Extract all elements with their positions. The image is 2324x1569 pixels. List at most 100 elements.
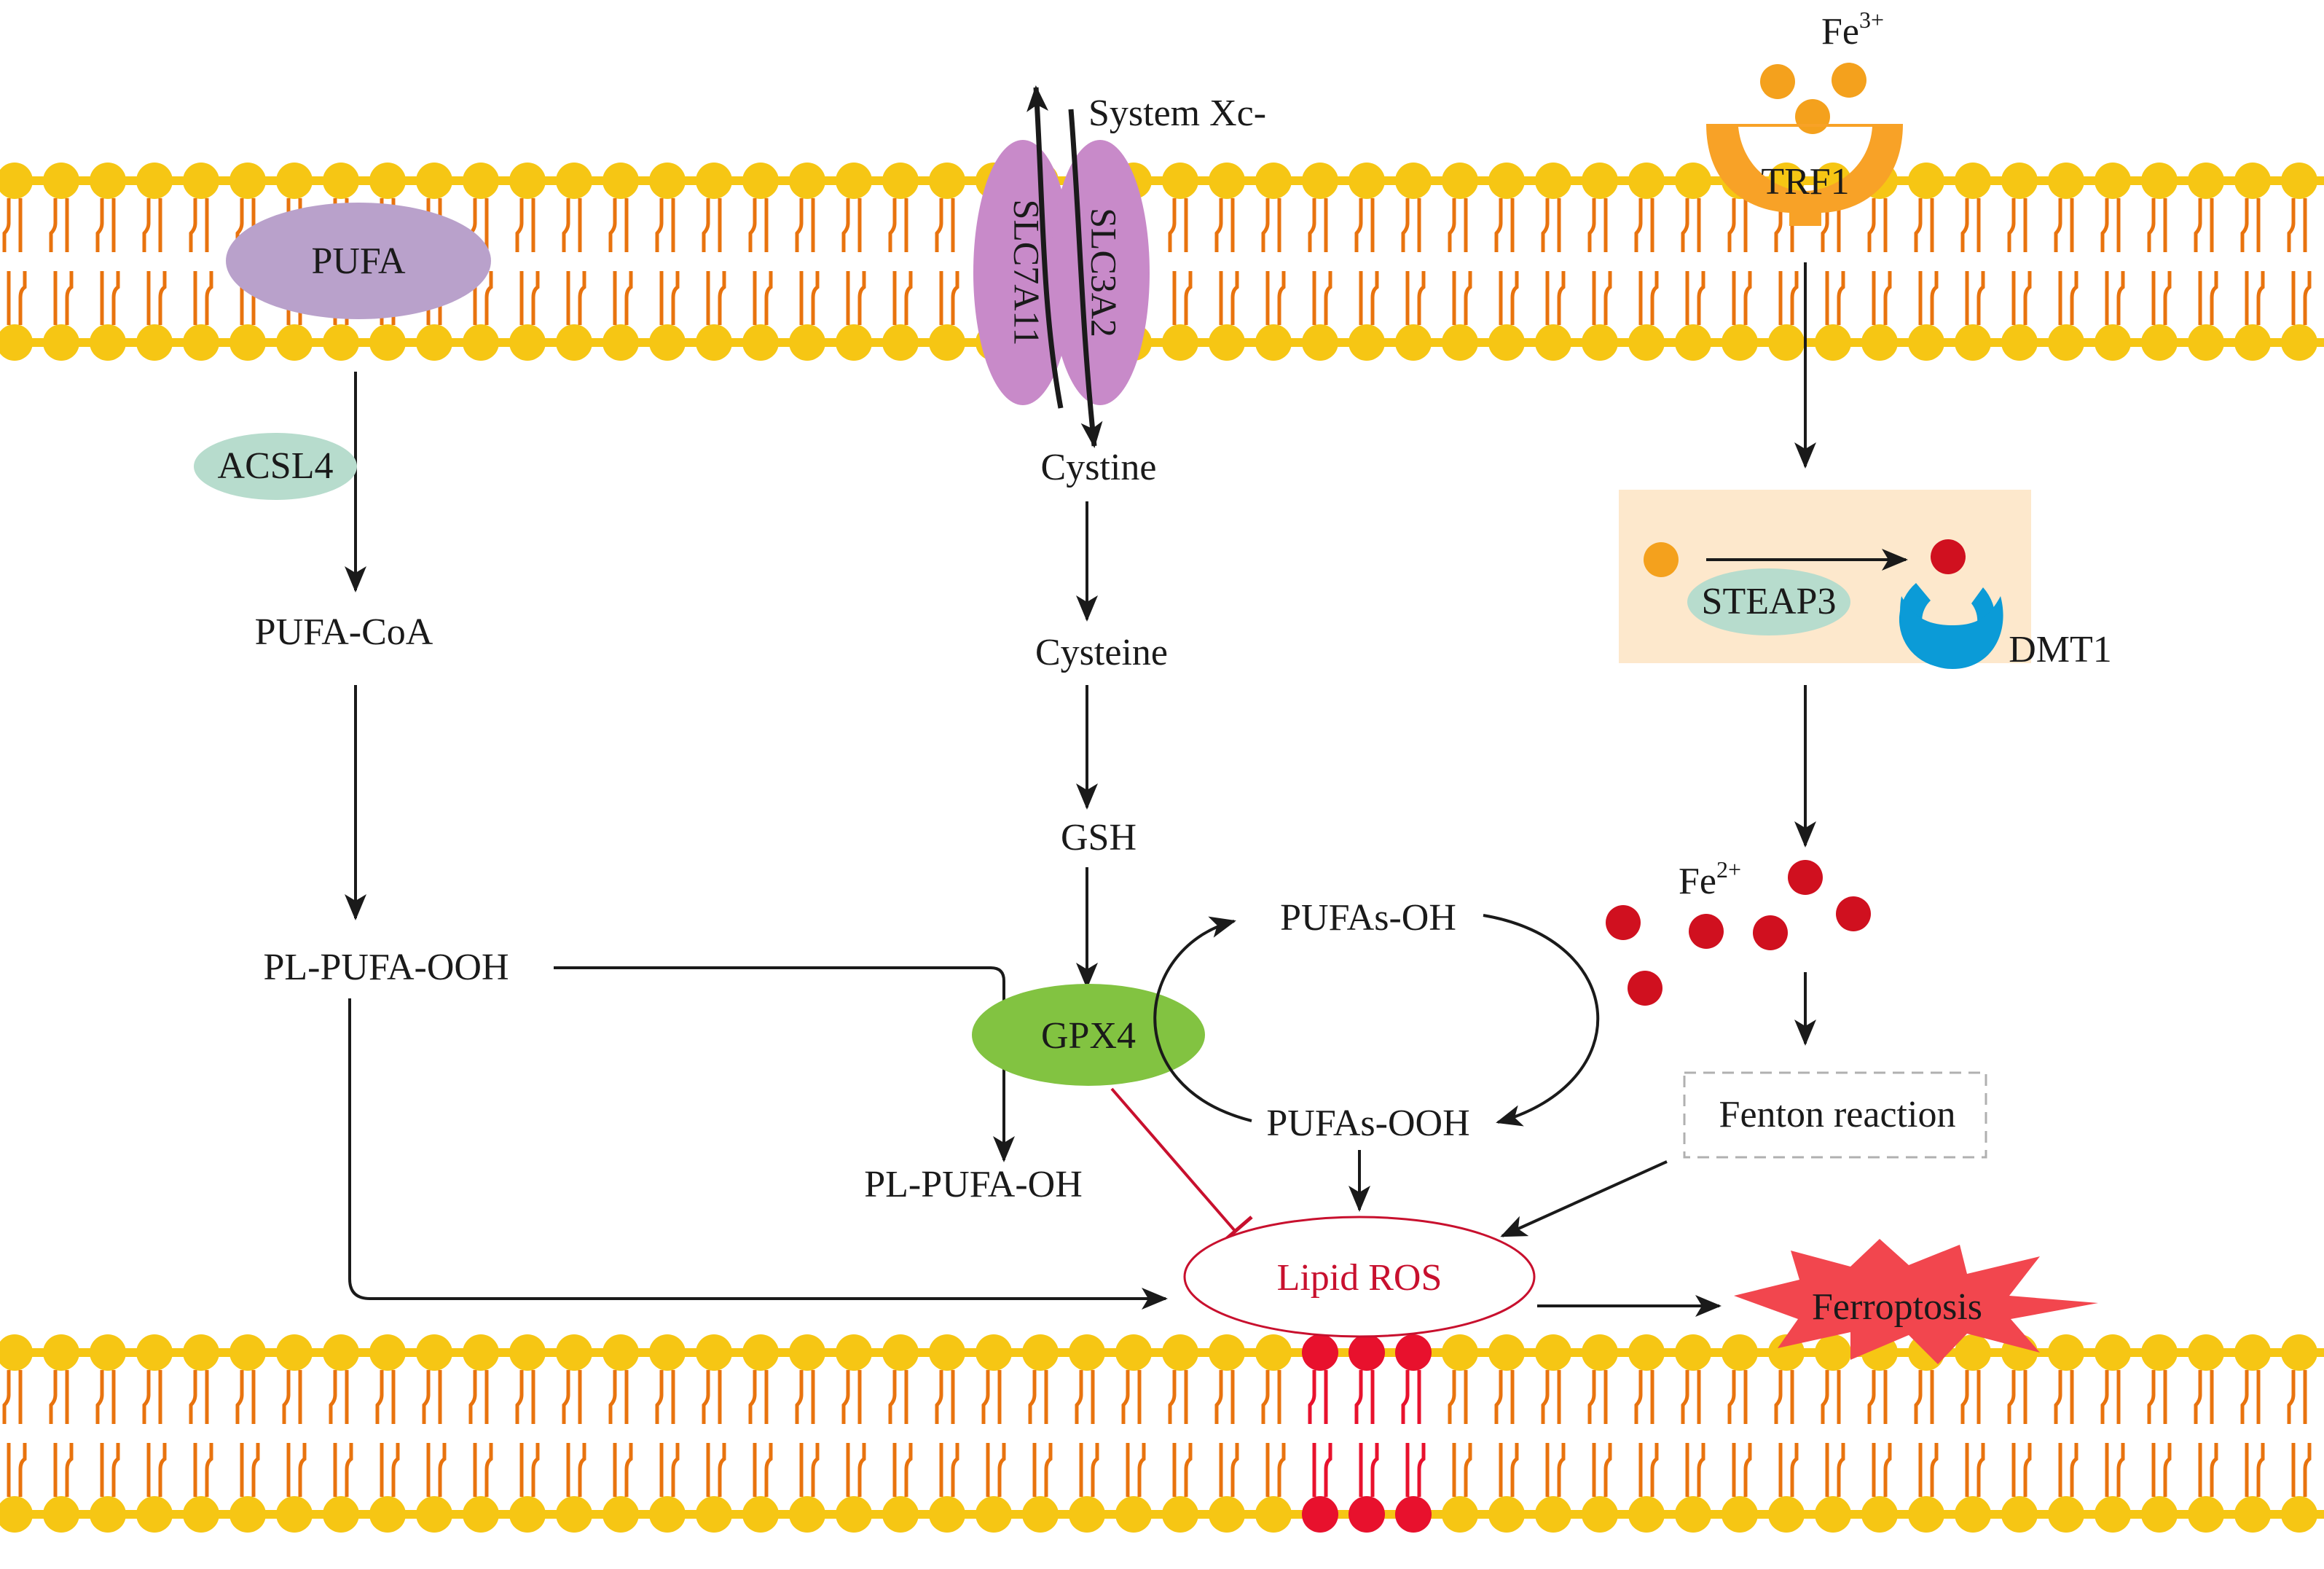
phospholipid [836, 163, 872, 361]
fe2-ion [1689, 914, 1724, 949]
phospholipid [1488, 1334, 1525, 1533]
phospholipid [2048, 1334, 2084, 1533]
phospholipid [463, 163, 499, 361]
phospholipid [1162, 1334, 1198, 1533]
phospholipid [2188, 163, 2224, 361]
plpufaooh-to-lipidros-arrow [348, 998, 1168, 1310]
phospholipid [1255, 1334, 1292, 1533]
phospholipid [1675, 1334, 1711, 1533]
phospholipid [1535, 163, 1571, 361]
fe3-ion [1832, 63, 1866, 98]
steap3-enzyme [1687, 568, 1850, 635]
steap3-label: STEAP3 [1702, 581, 1837, 622]
phospholipid [2188, 1334, 2224, 1533]
phospholipid [696, 163, 732, 361]
phospholipid [1908, 1334, 1944, 1533]
phospholipid [1908, 163, 1944, 361]
phospholipid [1349, 163, 1385, 361]
phospholipid [229, 1334, 266, 1533]
dmt1-transporter-body [1900, 596, 2003, 669]
trf1-label: TRF1 [1761, 161, 1849, 203]
transport-arrow-out [1026, 85, 1064, 409]
phospholipid [1162, 163, 1198, 361]
phospholipid [1628, 163, 1665, 361]
phospholipid [929, 1334, 965, 1533]
phospholipid [2001, 163, 2038, 361]
fe2-ion [1753, 915, 1788, 950]
gpx4-enzyme [972, 984, 1205, 1086]
phospholipid [1209, 1334, 1245, 1533]
phospholipid [742, 1334, 779, 1533]
phospholipid [2141, 163, 2178, 361]
fe2-ion [1788, 860, 1823, 895]
slc7a11-transporter [973, 140, 1072, 405]
phospholipid [183, 163, 219, 361]
phospholipid [1069, 1334, 1105, 1533]
phospholipid [509, 1334, 546, 1533]
phospholipid [929, 163, 965, 361]
bottom-cell-membrane [0, 1334, 2324, 1533]
phospholipid [789, 163, 825, 361]
acsl4-enzyme [194, 433, 357, 500]
phospholipid [602, 163, 639, 361]
fe2-ion-endosome [1931, 539, 1966, 574]
acsl4-label: ACSL4 [218, 445, 334, 487]
fe2-ion [1836, 896, 1871, 931]
phospholipid [416, 1334, 452, 1533]
phospholipid [1582, 1334, 1618, 1533]
phospholipid [323, 1334, 359, 1533]
pufas-ooh-label: PUFAs-OOH [1266, 1103, 1469, 1144]
transport-arrow-in [1068, 109, 1103, 448]
phospholipid [183, 1334, 219, 1533]
fenton-reaction-box [1683, 1071, 1987, 1159]
phospholipid [2234, 1334, 2271, 1533]
phospholipid [2141, 1334, 2178, 1533]
plpufaooh-to-plpufaoh-arrow [554, 966, 1015, 1162]
phospholipid [1628, 1334, 1665, 1533]
phospholipid [789, 1334, 825, 1533]
phospholipid [1255, 163, 1292, 361]
phospholipid [369, 1334, 406, 1533]
phospholipid [649, 163, 686, 361]
lipid-ros-label: Lipid ROS [1277, 1257, 1442, 1299]
phospholipid [1955, 163, 1991, 361]
phospholipid [882, 1334, 919, 1533]
phospholipid [90, 1334, 126, 1533]
phospholipid [1488, 163, 1525, 361]
pufa-label: PUFA [311, 240, 406, 282]
phospholipid [696, 1334, 732, 1533]
phospholipid [90, 163, 126, 361]
phospholipid [1022, 1334, 1059, 1533]
pl-pufa-ooh-label: PL-PUFA-OOH [263, 947, 509, 988]
phospholipid [2095, 163, 2131, 361]
peroxidized-phospholipid [1395, 1334, 1432, 1533]
phospholipid [1535, 1334, 1571, 1533]
peroxidized-phospholipid [1349, 1334, 1385, 1533]
fenton-to-lipidros-arrow [1500, 1160, 1668, 1237]
gpx4-label: GPX4 [1041, 1015, 1136, 1057]
fe2-ion [1628, 971, 1662, 1006]
phospholipid [1442, 163, 1478, 361]
phospholipid [1395, 163, 1432, 361]
lipid-ros-node [1183, 1216, 1536, 1338]
pufas-oh-to-pufas-ooh-arrow [1483, 914, 1600, 1127]
fe3-ion [1760, 64, 1795, 99]
phospholipid [975, 1334, 1012, 1533]
phospholipid [649, 1334, 686, 1533]
phospholipid [556, 1334, 592, 1533]
phospholipid [0, 163, 33, 361]
pl-pufa-oh-label: PL-PUFA-OH [864, 1164, 1083, 1205]
phospholipid [136, 163, 173, 361]
phospholipid [1582, 163, 1618, 361]
phospholipid [1861, 1334, 1898, 1533]
phospholipid [1302, 163, 1338, 361]
phospholipid [2234, 163, 2271, 361]
phospholipid [1442, 1334, 1478, 1533]
phospholipid [136, 1334, 173, 1533]
phospholipid [556, 163, 592, 361]
phospholipid [2095, 1334, 2131, 1533]
gpx4-inhibits-lipidros [1110, 1087, 1237, 1233]
phospholipid [742, 163, 779, 361]
pufas-oh-label: PUFAs-OH [1280, 897, 1456, 939]
